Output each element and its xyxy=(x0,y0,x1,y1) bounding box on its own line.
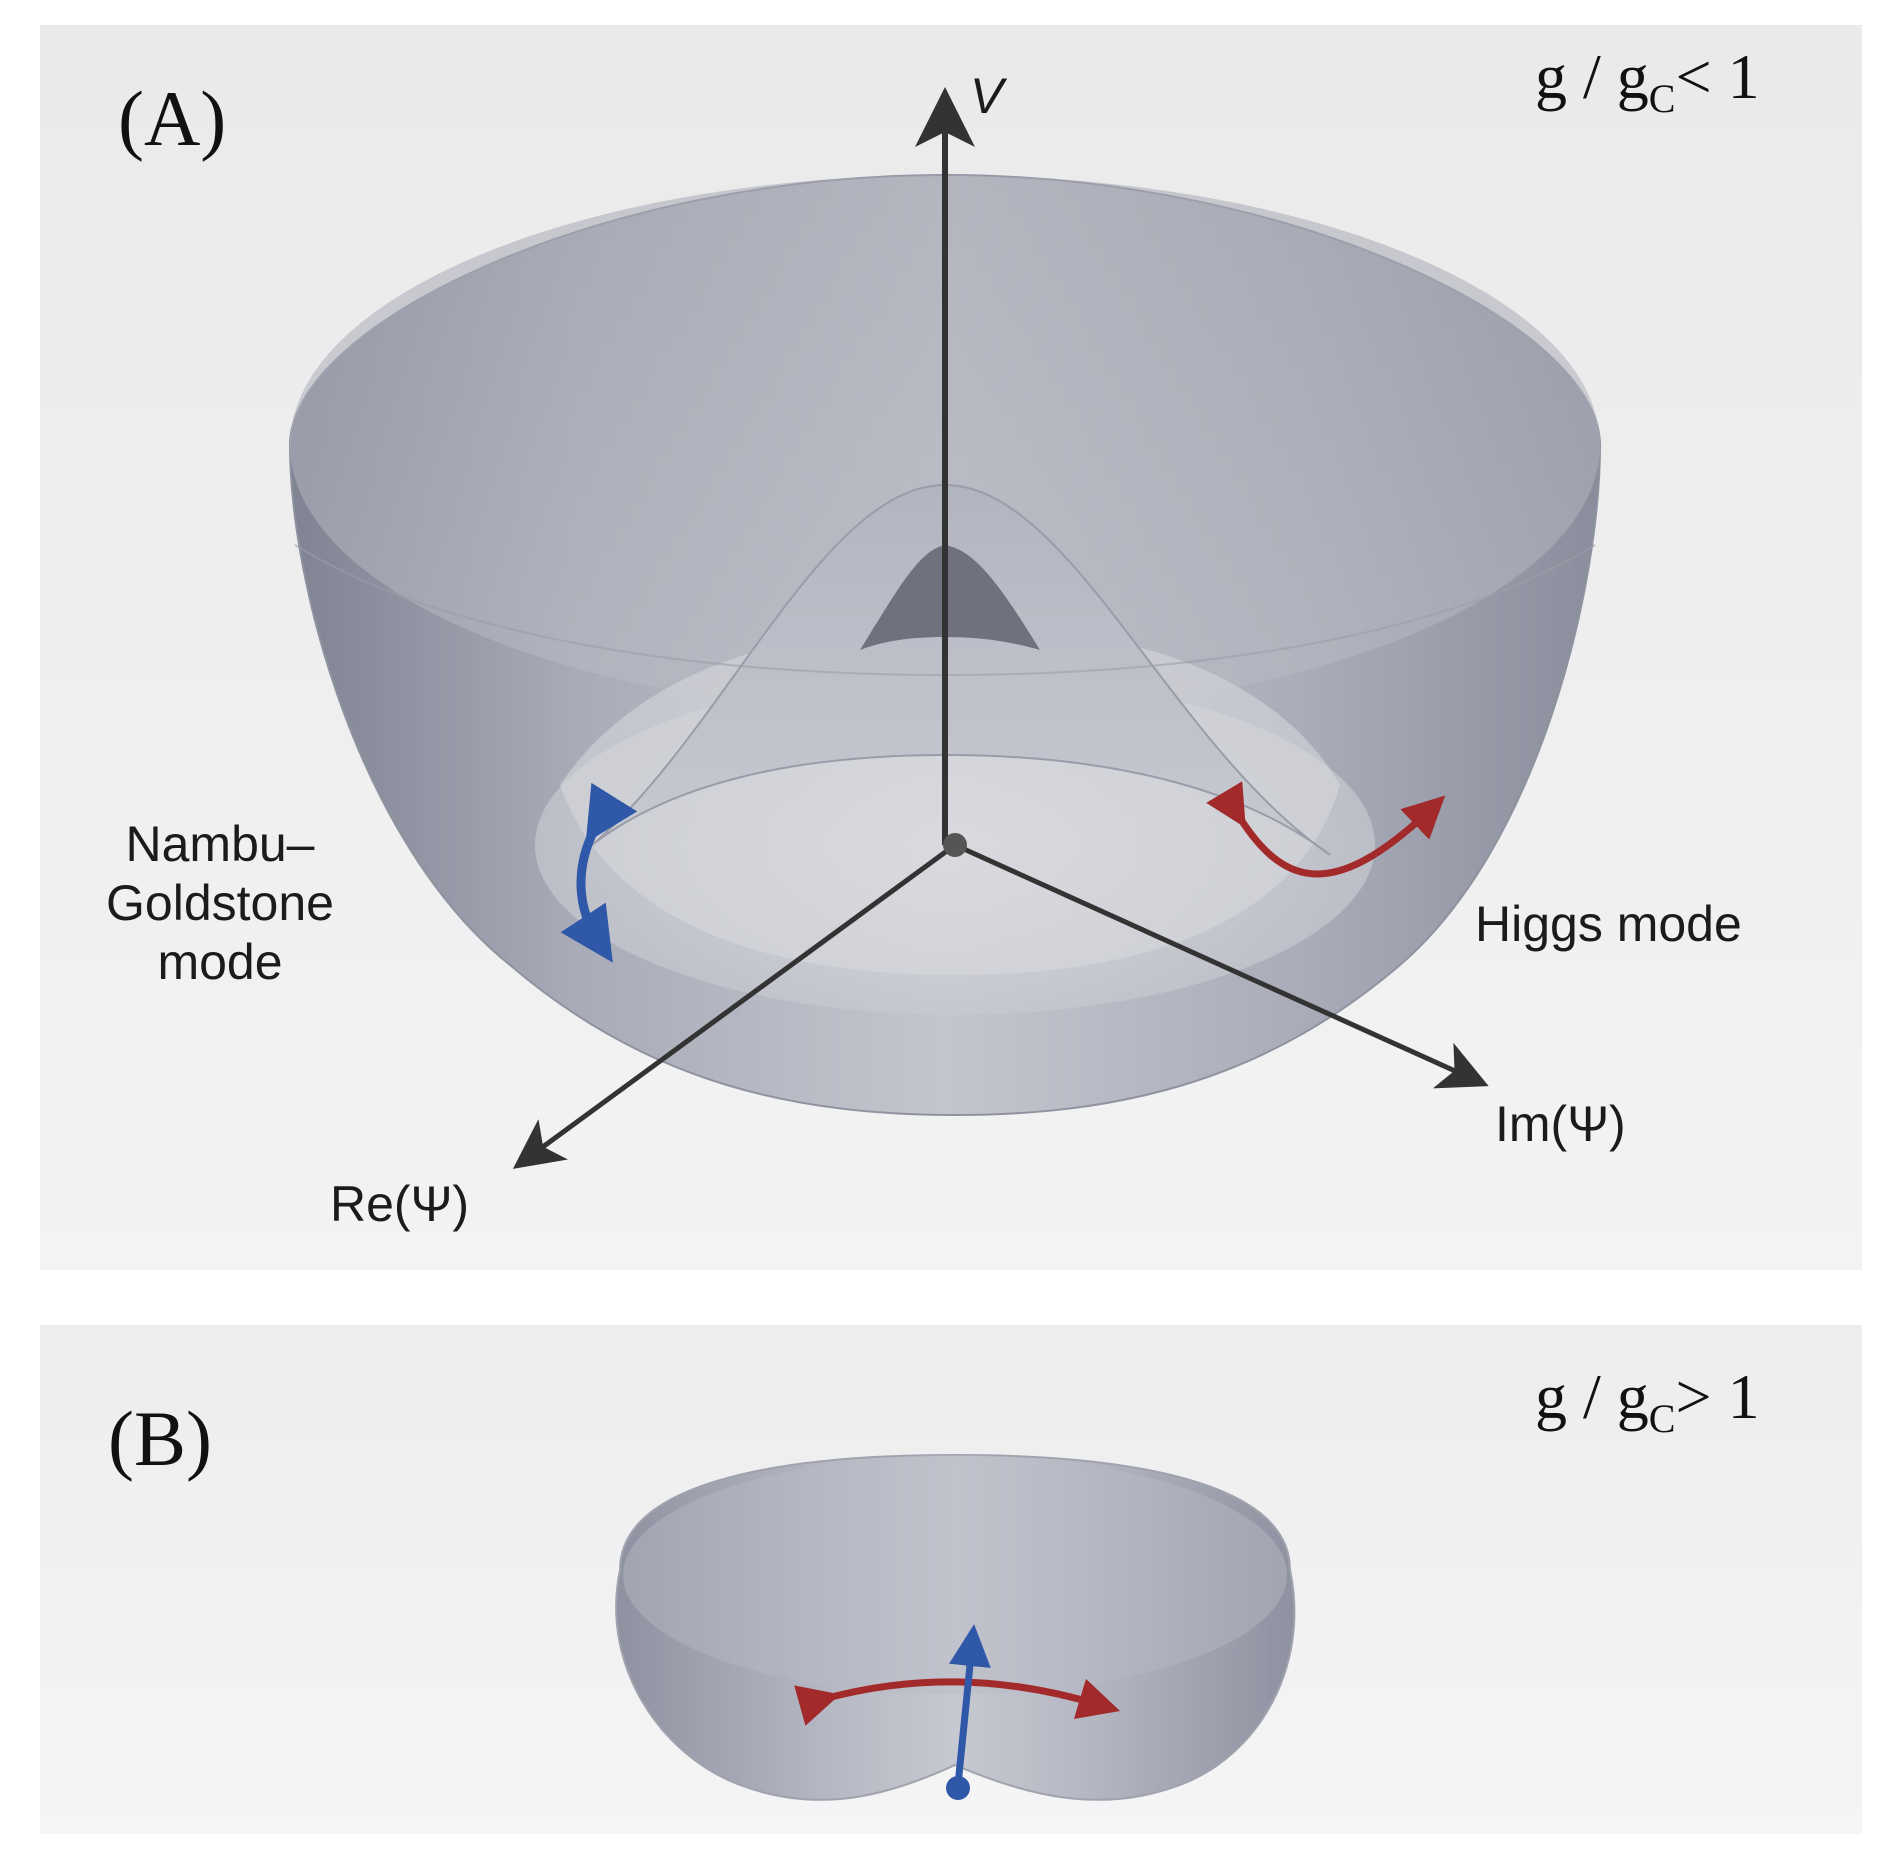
goldstone-mode-label: Nambu– Goldstone mode xyxy=(85,815,355,992)
im-axis xyxy=(953,842,1489,1089)
origin-point xyxy=(943,833,967,857)
minimum-point-b xyxy=(946,1776,970,1800)
panel-b-condition: g / gC> 1 xyxy=(1535,1365,1760,1439)
v-axis-label: V xyxy=(970,68,1004,124)
panel-a: (A) g / gC< 1 V Re(Ψ) Im(Ψ) Nambu– Golds… xyxy=(40,25,1862,1270)
condition-subscript-b: C xyxy=(1648,1396,1676,1441)
panel-b: (B) g / gC> 1 xyxy=(40,1325,1862,1834)
panel-a-condition: g / gC< 1 xyxy=(1535,45,1760,119)
re-axis-label: Re(Ψ) xyxy=(330,1176,469,1232)
panel-b-label: (B) xyxy=(108,1395,212,1482)
higgs-mode-label: Higgs mode xyxy=(1475,896,1742,952)
goldstone-mode-arrow xyxy=(560,782,638,963)
condition-relation: < 1 xyxy=(1675,41,1760,112)
goldstone-label-line3: mode xyxy=(157,934,283,990)
hump-cap xyxy=(860,545,1040,650)
condition-prefix: g / g xyxy=(1535,41,1649,112)
re-axis xyxy=(512,842,957,1169)
condition-relation-b: > 1 xyxy=(1675,1361,1760,1432)
bowl-top-b xyxy=(623,1455,1287,1695)
goldstone-mode-arrow-b xyxy=(949,1624,991,1789)
condition-subscript: C xyxy=(1648,76,1676,121)
panel-a-label: (A) xyxy=(118,75,227,162)
im-axis-label: Im(Ψ) xyxy=(1495,1096,1626,1152)
condition-prefix-b: g / g xyxy=(1535,1361,1649,1432)
higgs-mode-arrow xyxy=(1206,781,1446,878)
higgs-mode-arrow-b xyxy=(794,1678,1121,1726)
goldstone-label-line1: Nambu– xyxy=(125,816,315,872)
mexican-hat-potential-diagram xyxy=(40,25,1862,1270)
goldstone-label-line2: Goldstone xyxy=(106,875,334,931)
single-minimum-potential-diagram xyxy=(40,1325,1862,1834)
